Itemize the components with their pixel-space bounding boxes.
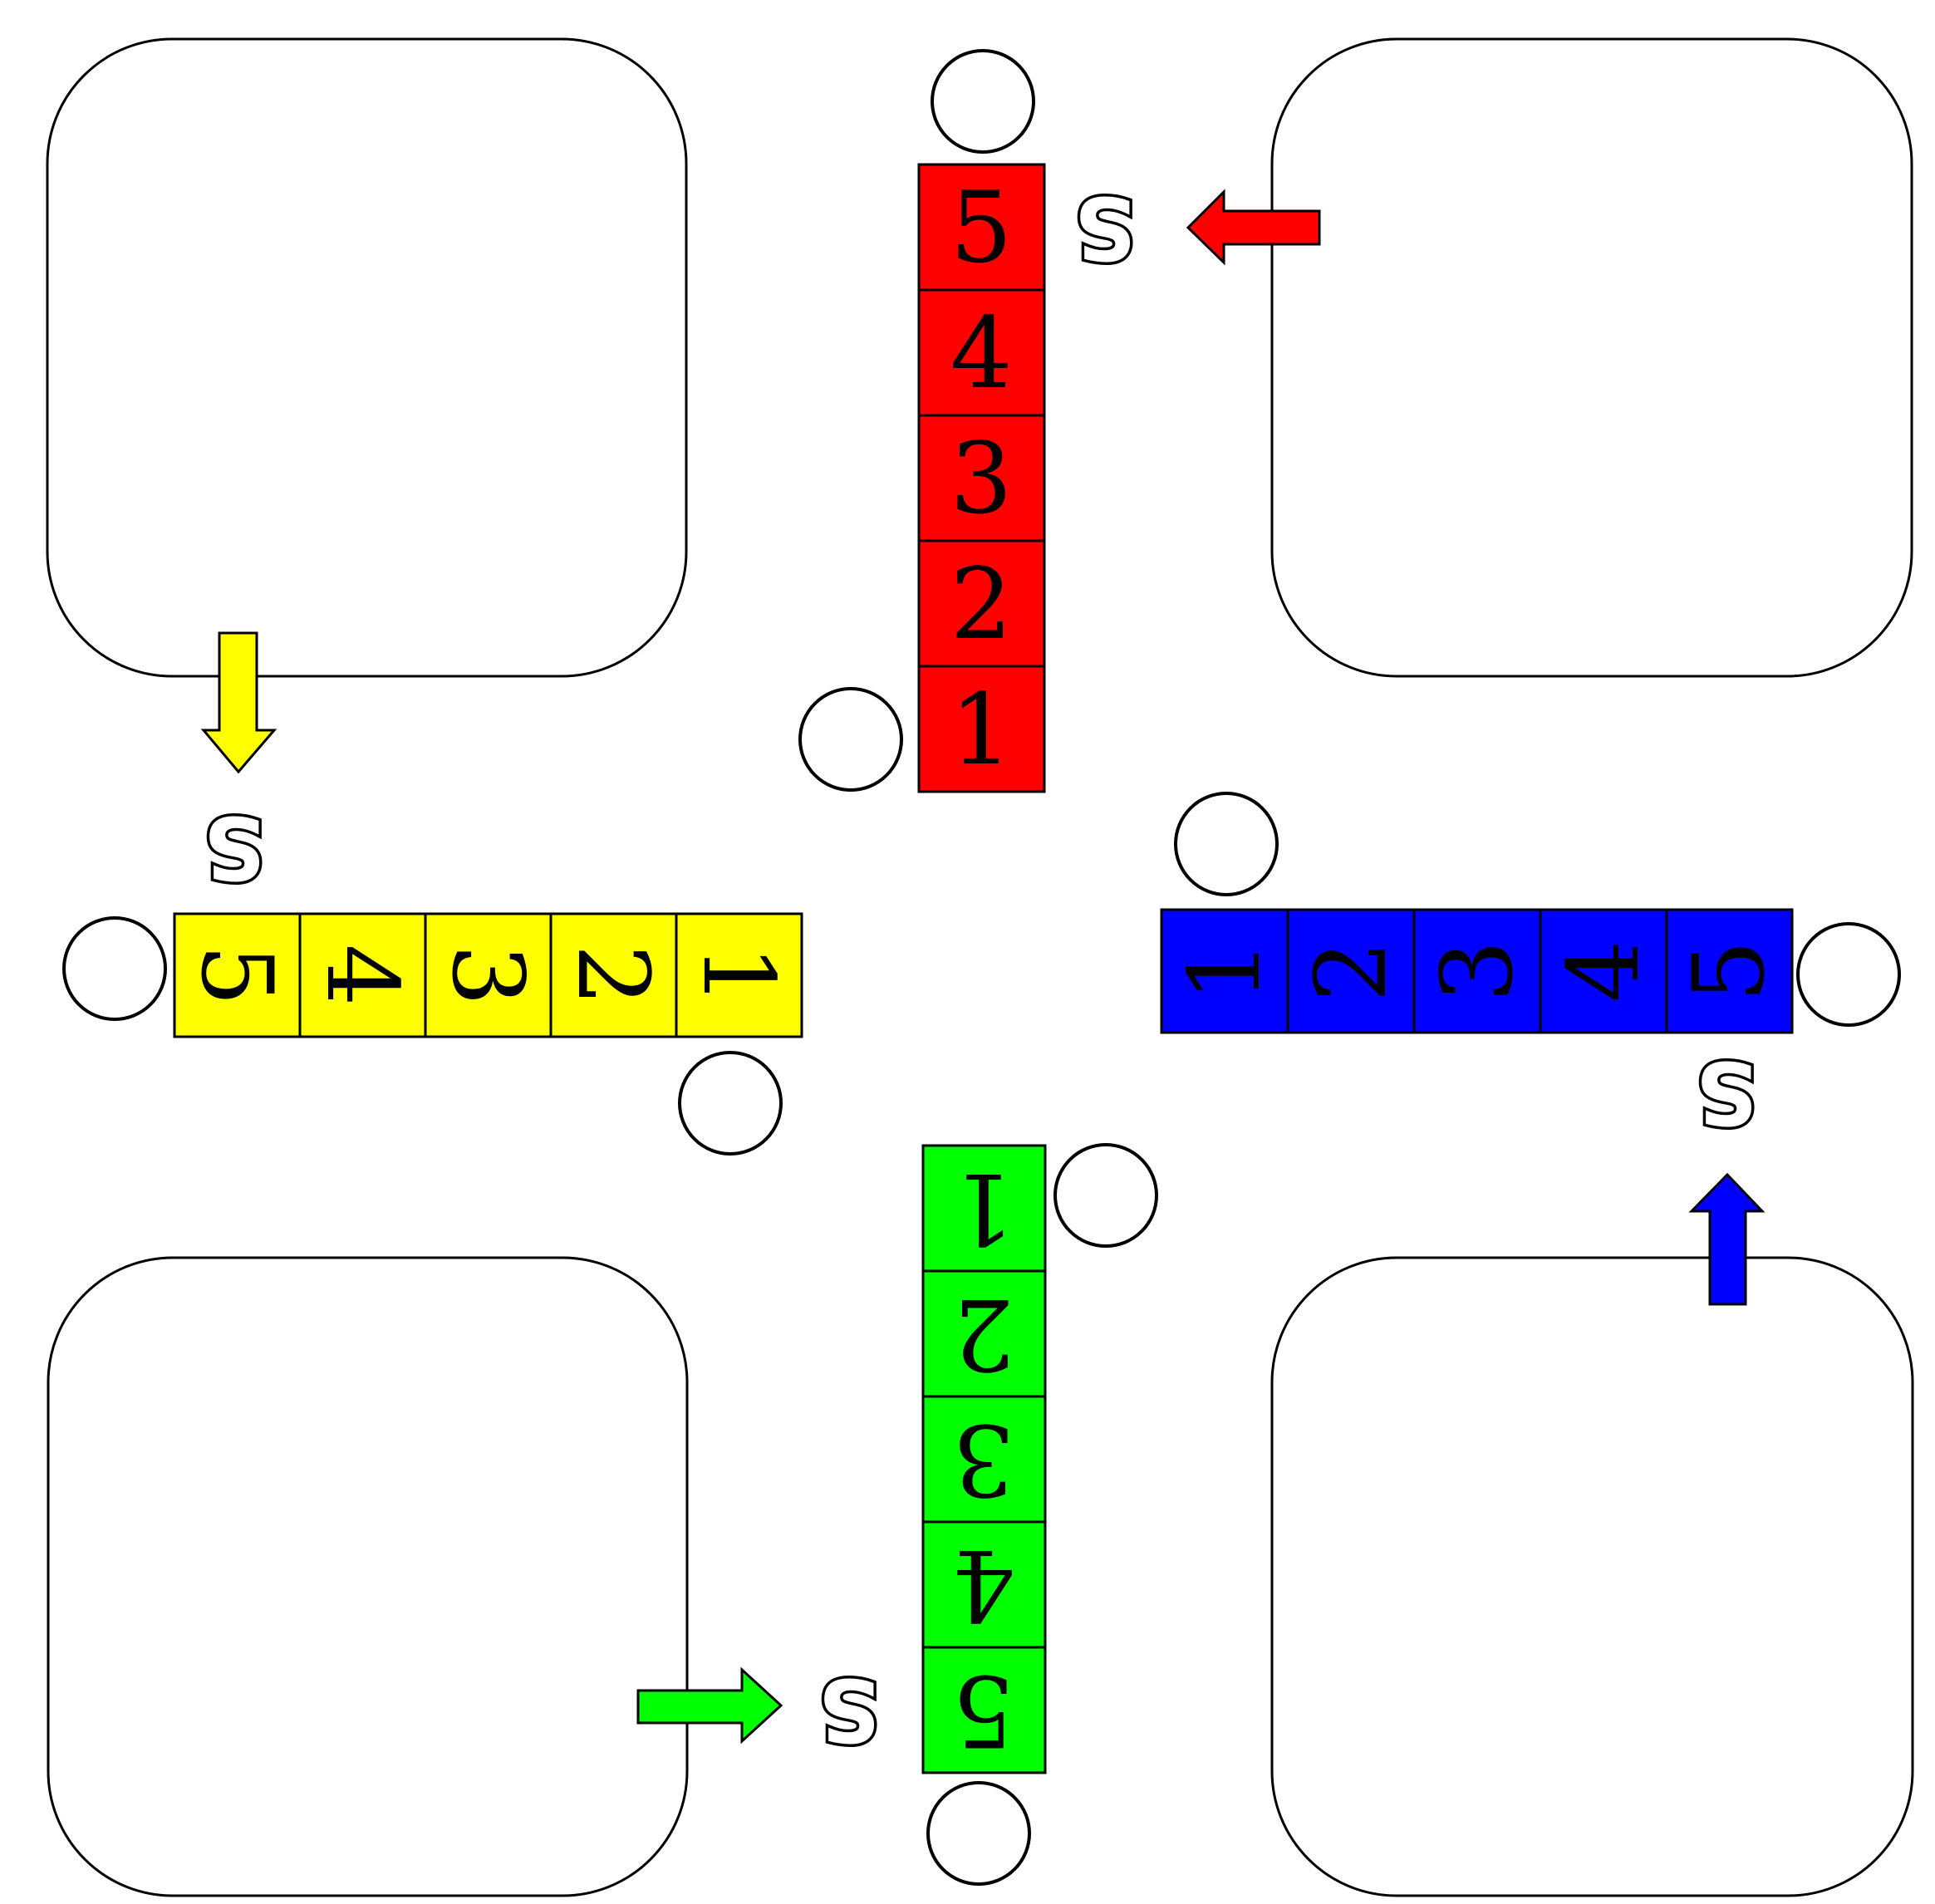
track-cell[interactable]: 1: [675, 912, 803, 1038]
cell-number: 5: [952, 1653, 1014, 1768]
cell-number: 4: [950, 296, 1012, 410]
yellow-arrow-down-icon: [200, 631, 277, 774]
track-cell[interactable]: 3: [1412, 908, 1542, 1034]
cell-number: 5: [179, 944, 294, 1006]
token-circle[interactable]: [931, 49, 1035, 154]
green-track: 1 2 3 4 5: [921, 1144, 1047, 1774]
track-cell[interactable]: 4: [298, 912, 427, 1038]
cell-number: 2: [1294, 940, 1408, 1002]
start-marker-red: S: [1074, 177, 1137, 278]
start-marker-yellow: S: [204, 797, 266, 898]
cell-number: 4: [1546, 940, 1661, 1002]
token-circle[interactable]: [678, 1051, 783, 1156]
cell-number: 1: [1167, 940, 1282, 1002]
cell-number: 2: [556, 944, 670, 1006]
home-bottom-right[interactable]: [1270, 1256, 1914, 1897]
token-circle[interactable]: [926, 1781, 1031, 1886]
track-cell[interactable]: 5: [173, 912, 302, 1038]
cell-number: 5: [950, 170, 1012, 285]
start-marker-blue: S: [1696, 1042, 1758, 1143]
track-cell[interactable]: 1: [1160, 908, 1289, 1034]
cell-number: 3: [952, 1402, 1014, 1517]
track-cell[interactable]: 4: [1539, 908, 1668, 1034]
track-cell[interactable]: 2: [549, 912, 678, 1038]
yellow-track: 5 4 3 2 1: [173, 912, 803, 1038]
home-bottom-left[interactable]: [47, 1256, 689, 1897]
green-arrow-right-icon: [636, 1666, 783, 1745]
track-cell[interactable]: 4: [917, 288, 1046, 417]
track-cell[interactable]: 2: [921, 1269, 1047, 1398]
blue-track: 1 2 3 4 5: [1160, 908, 1794, 1034]
red-track: 5 4 3 2 1: [917, 163, 1046, 793]
cell-number: 1: [681, 944, 796, 1006]
track-cell[interactable]: 5: [1665, 908, 1794, 1034]
track-cell[interactable]: 2: [917, 539, 1046, 668]
track-cell[interactable]: 3: [424, 912, 553, 1038]
cell-number: 4: [305, 944, 420, 1006]
home-top-right[interactable]: [1270, 37, 1913, 678]
track-cell[interactable]: 3: [921, 1395, 1047, 1524]
track-cell[interactable]: 5: [917, 163, 1046, 292]
token-circle[interactable]: [1174, 792, 1279, 896]
track-cell[interactable]: 3: [917, 414, 1046, 542]
cell-number: 1: [952, 1151, 1014, 1266]
blue-arrow-up-icon: [1688, 1172, 1766, 1306]
token-circle[interactable]: [1796, 922, 1901, 1027]
cell-number: 3: [1420, 940, 1535, 1002]
track-cell[interactable]: 2: [1286, 908, 1416, 1034]
track-cell[interactable]: 4: [921, 1520, 1047, 1649]
track-cell[interactable]: 1: [921, 1144, 1047, 1273]
home-top-left[interactable]: [46, 37, 688, 678]
track-cell[interactable]: 5: [921, 1646, 1047, 1774]
token-circle[interactable]: [1053, 1143, 1158, 1248]
token-circle[interactable]: [62, 916, 167, 1021]
cell-number: 5: [1672, 940, 1786, 1002]
track-cell[interactable]: 1: [917, 665, 1046, 793]
cell-number: 3: [430, 944, 545, 1006]
start-marker-green: S: [818, 1659, 881, 1760]
token-circle[interactable]: [798, 687, 903, 792]
cell-number: 2: [952, 1277, 1014, 1391]
red-arrow-left-icon: [1186, 189, 1321, 266]
cell-number: 4: [952, 1528, 1014, 1642]
cell-number: 2: [950, 547, 1012, 661]
cell-number: 3: [950, 421, 1012, 536]
cell-number: 1: [950, 672, 1012, 787]
